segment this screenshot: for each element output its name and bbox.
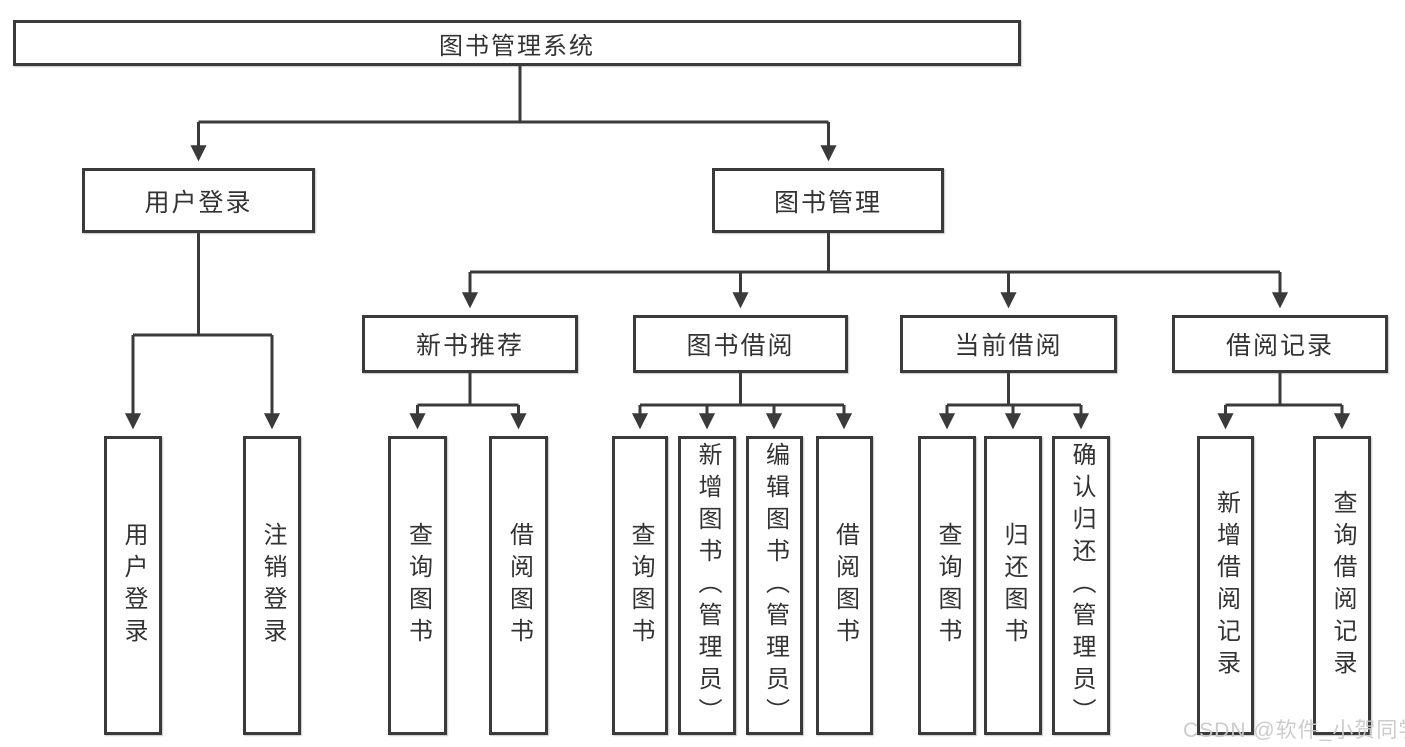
leaf-newbook-query-books: 查询图书	[388, 436, 447, 735]
node-current-borrowing-label: 当前借阅	[954, 332, 1063, 360]
node-current-borrowing: 当前借阅	[900, 315, 1117, 373]
leaf-records-add-record: 新增借阅记录	[1197, 436, 1254, 735]
leaf-current-return-books: 归还图书	[984, 436, 1042, 735]
node-borrowing-records-label: 借阅记录	[1225, 332, 1334, 360]
leaf-borrow-query-books-label: 查询图书	[627, 521, 654, 650]
leaf-newbook-borrow-books: 借阅图书	[489, 436, 548, 735]
leaf-current-query-books: 查询图书	[918, 436, 976, 735]
leaf-borrow-add-books-admin-label: 新增图书（管理员）	[694, 441, 721, 730]
node-book-borrowing-label: 图书借阅	[686, 332, 795, 360]
leaf-borrow-borrow-books: 借阅图书	[816, 436, 873, 735]
leaf-records-add-record-label: 新增借阅记录	[1212, 489, 1240, 682]
leaf-borrow-edit-books-admin: 编辑图书（管理员）	[746, 436, 803, 735]
leaf-newbook-borrow-books-label: 借阅图书	[505, 521, 533, 650]
leaf-current-return-books-label: 归还图书	[1000, 521, 1027, 650]
leaf-logout: 注销登录	[243, 436, 301, 735]
leaf-newbook-query-books-label: 查询图书	[404, 521, 432, 650]
leaf-current-confirm-return-admin-label: 确认归还（管理员）	[1068, 441, 1095, 730]
leaf-records-query-record-label: 查询借阅记录	[1329, 489, 1356, 682]
node-root-label: 图书管理系统	[439, 32, 595, 60]
leaf-current-confirm-return-admin: 确认归还（管理员）	[1052, 436, 1110, 735]
leaf-borrow-borrow-books-label: 借阅图书	[831, 521, 859, 650]
leaf-records-query-record: 查询借阅记录	[1313, 436, 1371, 735]
node-new-book-recommend: 新书推荐	[362, 315, 578, 373]
node-user-login: 用户登录	[82, 168, 315, 233]
node-root: 图书管理系统	[13, 20, 1021, 66]
leaf-borrow-add-books-admin: 新增图书（管理员）	[678, 436, 736, 735]
node-borrowing-records: 借阅记录	[1172, 315, 1388, 373]
node-new-book-recommend-label: 新书推荐	[415, 332, 524, 360]
node-user-login-label: 用户登录	[144, 188, 253, 217]
node-book-management-label: 图书管理	[773, 188, 882, 217]
leaf-user-login-label: 用户登录	[120, 521, 147, 650]
leaf-borrow-query-books: 查询图书	[612, 436, 668, 735]
leaf-current-query-books-label: 查询图书	[934, 521, 961, 650]
node-book-borrowing: 图书借阅	[633, 315, 848, 373]
leaf-user-login: 用户登录	[104, 436, 162, 735]
leaf-borrow-edit-books-admin-label: 编辑图书（管理员）	[761, 441, 789, 730]
leaf-logout-label: 注销登录	[259, 521, 286, 650]
watermark: CSDN @软件_小贺同学	[1183, 719, 1405, 742]
node-book-management: 图书管理	[712, 168, 944, 233]
